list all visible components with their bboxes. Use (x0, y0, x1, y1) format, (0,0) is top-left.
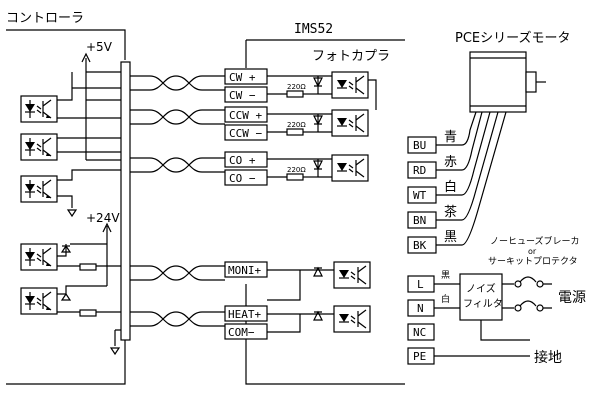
svg-text:PE: PE (413, 350, 426, 363)
breaker-label-2: サーキットプロテクタ (488, 256, 578, 267)
ims-input-co: 220Ω (267, 154, 369, 182)
n-wire-label: 白 (441, 293, 450, 305)
svg-text:HEAT+: HEAT+ (228, 308, 261, 321)
motor-icon (469, 51, 546, 113)
svg-text:CW −: CW − (229, 89, 256, 102)
svg-text:CO +: CO + (229, 154, 256, 167)
svg-text:L: L (417, 278, 424, 291)
noise-filter: ノイズ フィルタ (459, 273, 503, 321)
motor-title: PCEシリーズモータ (455, 30, 570, 46)
svg-text:N: N (417, 302, 424, 315)
controller-title: コントローラ (6, 11, 84, 26)
terminal-com: COM− (224, 323, 268, 340)
svg-text:COM−: COM− (228, 326, 255, 339)
svg-text:BU: BU (413, 139, 426, 152)
plus24v-rail: +24V (70, 211, 120, 286)
terminal-ccw-minus: CCW − (224, 124, 268, 141)
breaker-label-or: or (528, 247, 537, 256)
svg-text:MONI+: MONI+ (228, 264, 261, 277)
svg-text:BN: BN (413, 214, 426, 227)
connector-bar (120, 61, 131, 341)
ground-wire (434, 320, 530, 357)
terminal-co-plus: CO + (224, 151, 268, 168)
svg-text:220Ω: 220Ω (287, 166, 306, 174)
controller-optocoupler-ccw (20, 133, 121, 161)
svg-text:青: 青 (444, 130, 457, 145)
terminal-moni: MONI+ (224, 261, 268, 278)
plus5v-rail: +5V (81, 40, 121, 161)
motor-terminal-bn: BN 茶 (407, 204, 457, 229)
twisted-pair-ccw (130, 109, 225, 125)
controller-optocoupler-heat (20, 285, 121, 317)
ims-input-cw: 220Ω (267, 71, 377, 110)
power-supply-label: 電源 (558, 290, 586, 306)
svg-text:茶: 茶 (444, 204, 457, 220)
svg-text:220Ω: 220Ω (287, 83, 306, 91)
ims52-section: IMS52 フォトカプラ CW + CW − CCW + CCW − CO + … (224, 22, 405, 385)
motor-terminal-bu: BU 青 (407, 130, 457, 154)
motor-leads (436, 111, 507, 246)
twisted-pair-moni (130, 265, 225, 281)
power-terminal-n: N (407, 299, 435, 317)
twisted-pair-heat (130, 311, 225, 327)
plus24v-label: +24V (86, 211, 120, 225)
terminal-ccw-plus: CCW + (224, 106, 268, 123)
twisted-pair-co (130, 157, 225, 173)
power-section: L N NC PE 黒 白 ノイズ フィルタ ノーヒューズブレーカ or サーキ… (407, 235, 586, 366)
controller-optocoupler-cw (20, 72, 121, 123)
l-wire-label: 黒 (441, 270, 450, 281)
terminal-heat: HEAT+ (224, 305, 268, 322)
plus5v-label: +5V (86, 40, 113, 54)
svg-text:CCW −: CCW − (229, 127, 262, 140)
motor-terminal-bk: BK 黒 (407, 230, 457, 254)
svg-text:赤: 赤 (444, 155, 457, 170)
ims-output-heat (267, 305, 371, 333)
terminal-co-minus: CO − (224, 169, 268, 186)
terminal-cw-plus: CW + (224, 68, 268, 85)
twisted-pair-cw (130, 75, 225, 91)
ims-input-ccw: 220Ω (267, 109, 369, 137)
motor-terminal-wt: WT 白 (407, 179, 457, 204)
motor-section: PCEシリーズモータ BU 青 RD 赤 WT 白 BN 茶 BK 黒 (407, 30, 570, 254)
ims52-title: IMS52 (294, 22, 333, 37)
controller-optocoupler-moni (20, 243, 121, 271)
svg-text:RD: RD (413, 164, 426, 177)
svg-text:WT: WT (413, 189, 427, 202)
controller-section: コントローラ +5V (6, 11, 131, 385)
svg-text:NC: NC (413, 326, 426, 339)
svg-text:CCW +: CCW + (229, 109, 262, 122)
breaker-label-1: ノーヒューズブレーカ (490, 235, 580, 247)
svg-text:CW +: CW + (229, 71, 256, 84)
svg-text:BK: BK (413, 239, 427, 252)
controller-optocoupler-co (20, 169, 121, 217)
svg-text:フィルタ: フィルタ (463, 298, 503, 310)
svg-text:CO −: CO − (229, 172, 256, 185)
svg-text:黒: 黒 (444, 230, 457, 245)
breaker (502, 276, 552, 312)
terminal-cw-minus: CW − (224, 86, 268, 103)
svg-text:ノイズ: ノイズ (466, 282, 496, 295)
power-terminal-pe: PE (407, 347, 435, 365)
svg-text:白: 白 (444, 179, 457, 195)
ims-output-moni (267, 261, 371, 301)
power-terminal-nc: NC (407, 323, 435, 341)
ground-label: 接地 (534, 349, 562, 366)
power-terminal-l: L (407, 275, 435, 293)
photocoupler-label: フォトカプラ (312, 49, 390, 64)
motor-terminal-rd: RD 赤 (407, 155, 457, 179)
svg-text:220Ω: 220Ω (287, 121, 306, 129)
controller-com (110, 329, 121, 355)
